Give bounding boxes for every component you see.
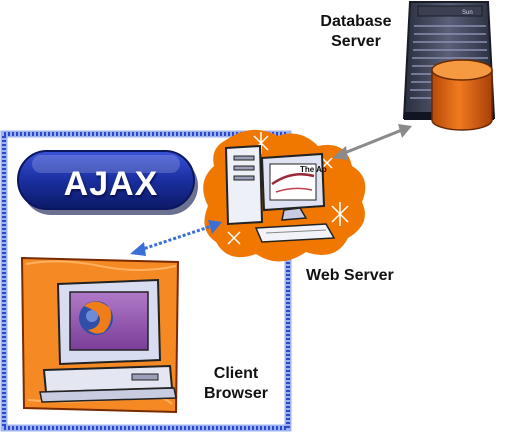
client-browser-label-line2: Browser (203, 385, 269, 402)
client-boundary (0, 130, 292, 432)
ajax-badge (17, 150, 198, 215)
arrow-client-web (130, 220, 222, 256)
server-logo-text: Sun (462, 10, 473, 16)
client-browser-label-line1: Client (213, 365, 259, 382)
firefox-logo-icon (79, 301, 113, 335)
client-computer-icon (20, 256, 180, 414)
ajax-badge-label: AJAX (63, 164, 159, 203)
database-server-label-line1: Database (320, 13, 392, 30)
web-server-label: Web Server (306, 267, 394, 284)
database-server-label-line2: Server (331, 33, 381, 50)
web-server-screen-text: The Ap (300, 165, 327, 174)
client-browser-label: Client Browser (196, 364, 276, 404)
database-cylinder-icon (431, 59, 493, 131)
database-server-label: Database Server (300, 12, 412, 52)
arrow-database-web (332, 124, 412, 160)
desktop-computer-icon (224, 144, 336, 243)
